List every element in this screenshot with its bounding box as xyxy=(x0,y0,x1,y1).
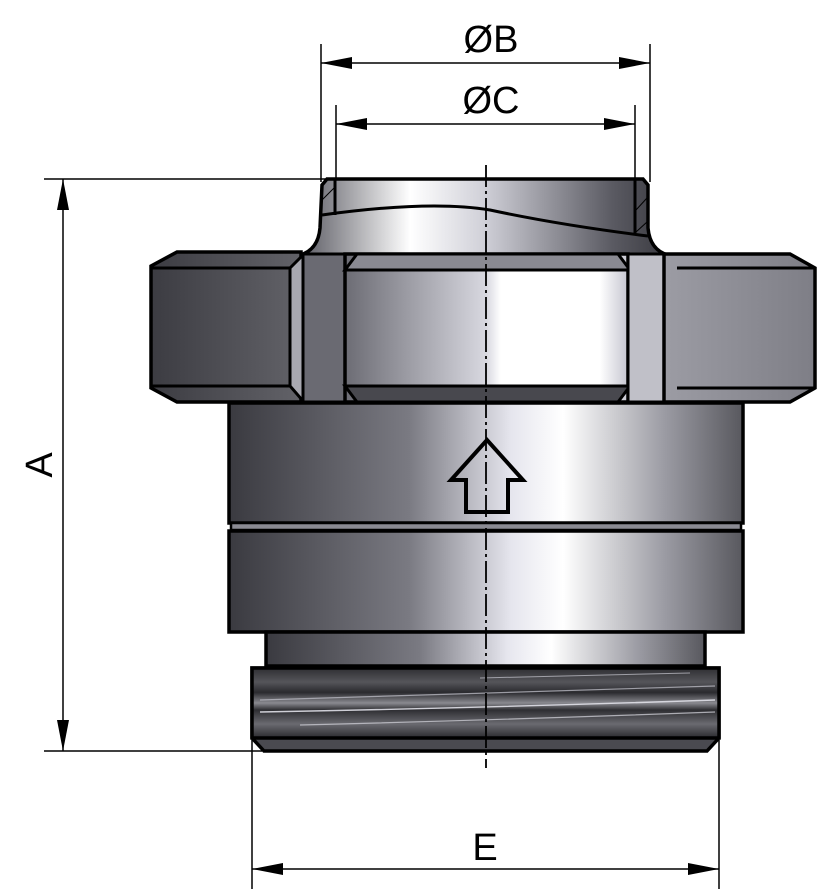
dimension-b-label: ØB xyxy=(464,19,519,61)
flow-up-arrow-icon xyxy=(446,437,528,514)
arrowhead-right-icon xyxy=(604,118,635,130)
dimension-a: A xyxy=(19,178,330,752)
arrowhead-down-icon xyxy=(57,720,69,751)
top-spigot xyxy=(299,177,669,257)
arrowhead-right-icon xyxy=(688,863,719,875)
hex-nut xyxy=(149,250,817,406)
dimension-c: ØC xyxy=(335,80,636,182)
dimension-c-label: ØC xyxy=(463,80,520,122)
dimension-b: ØB xyxy=(320,19,651,182)
arrowhead-left-icon xyxy=(336,118,367,130)
arrowhead-left-icon xyxy=(321,57,352,69)
arrowhead-up-icon xyxy=(57,179,69,210)
dimension-e: E xyxy=(251,740,720,889)
arrowhead-left-icon xyxy=(252,863,283,875)
arrowhead-right-icon xyxy=(619,57,650,69)
dimension-e-label: E xyxy=(472,827,497,869)
dimension-a-label: A xyxy=(19,452,61,478)
